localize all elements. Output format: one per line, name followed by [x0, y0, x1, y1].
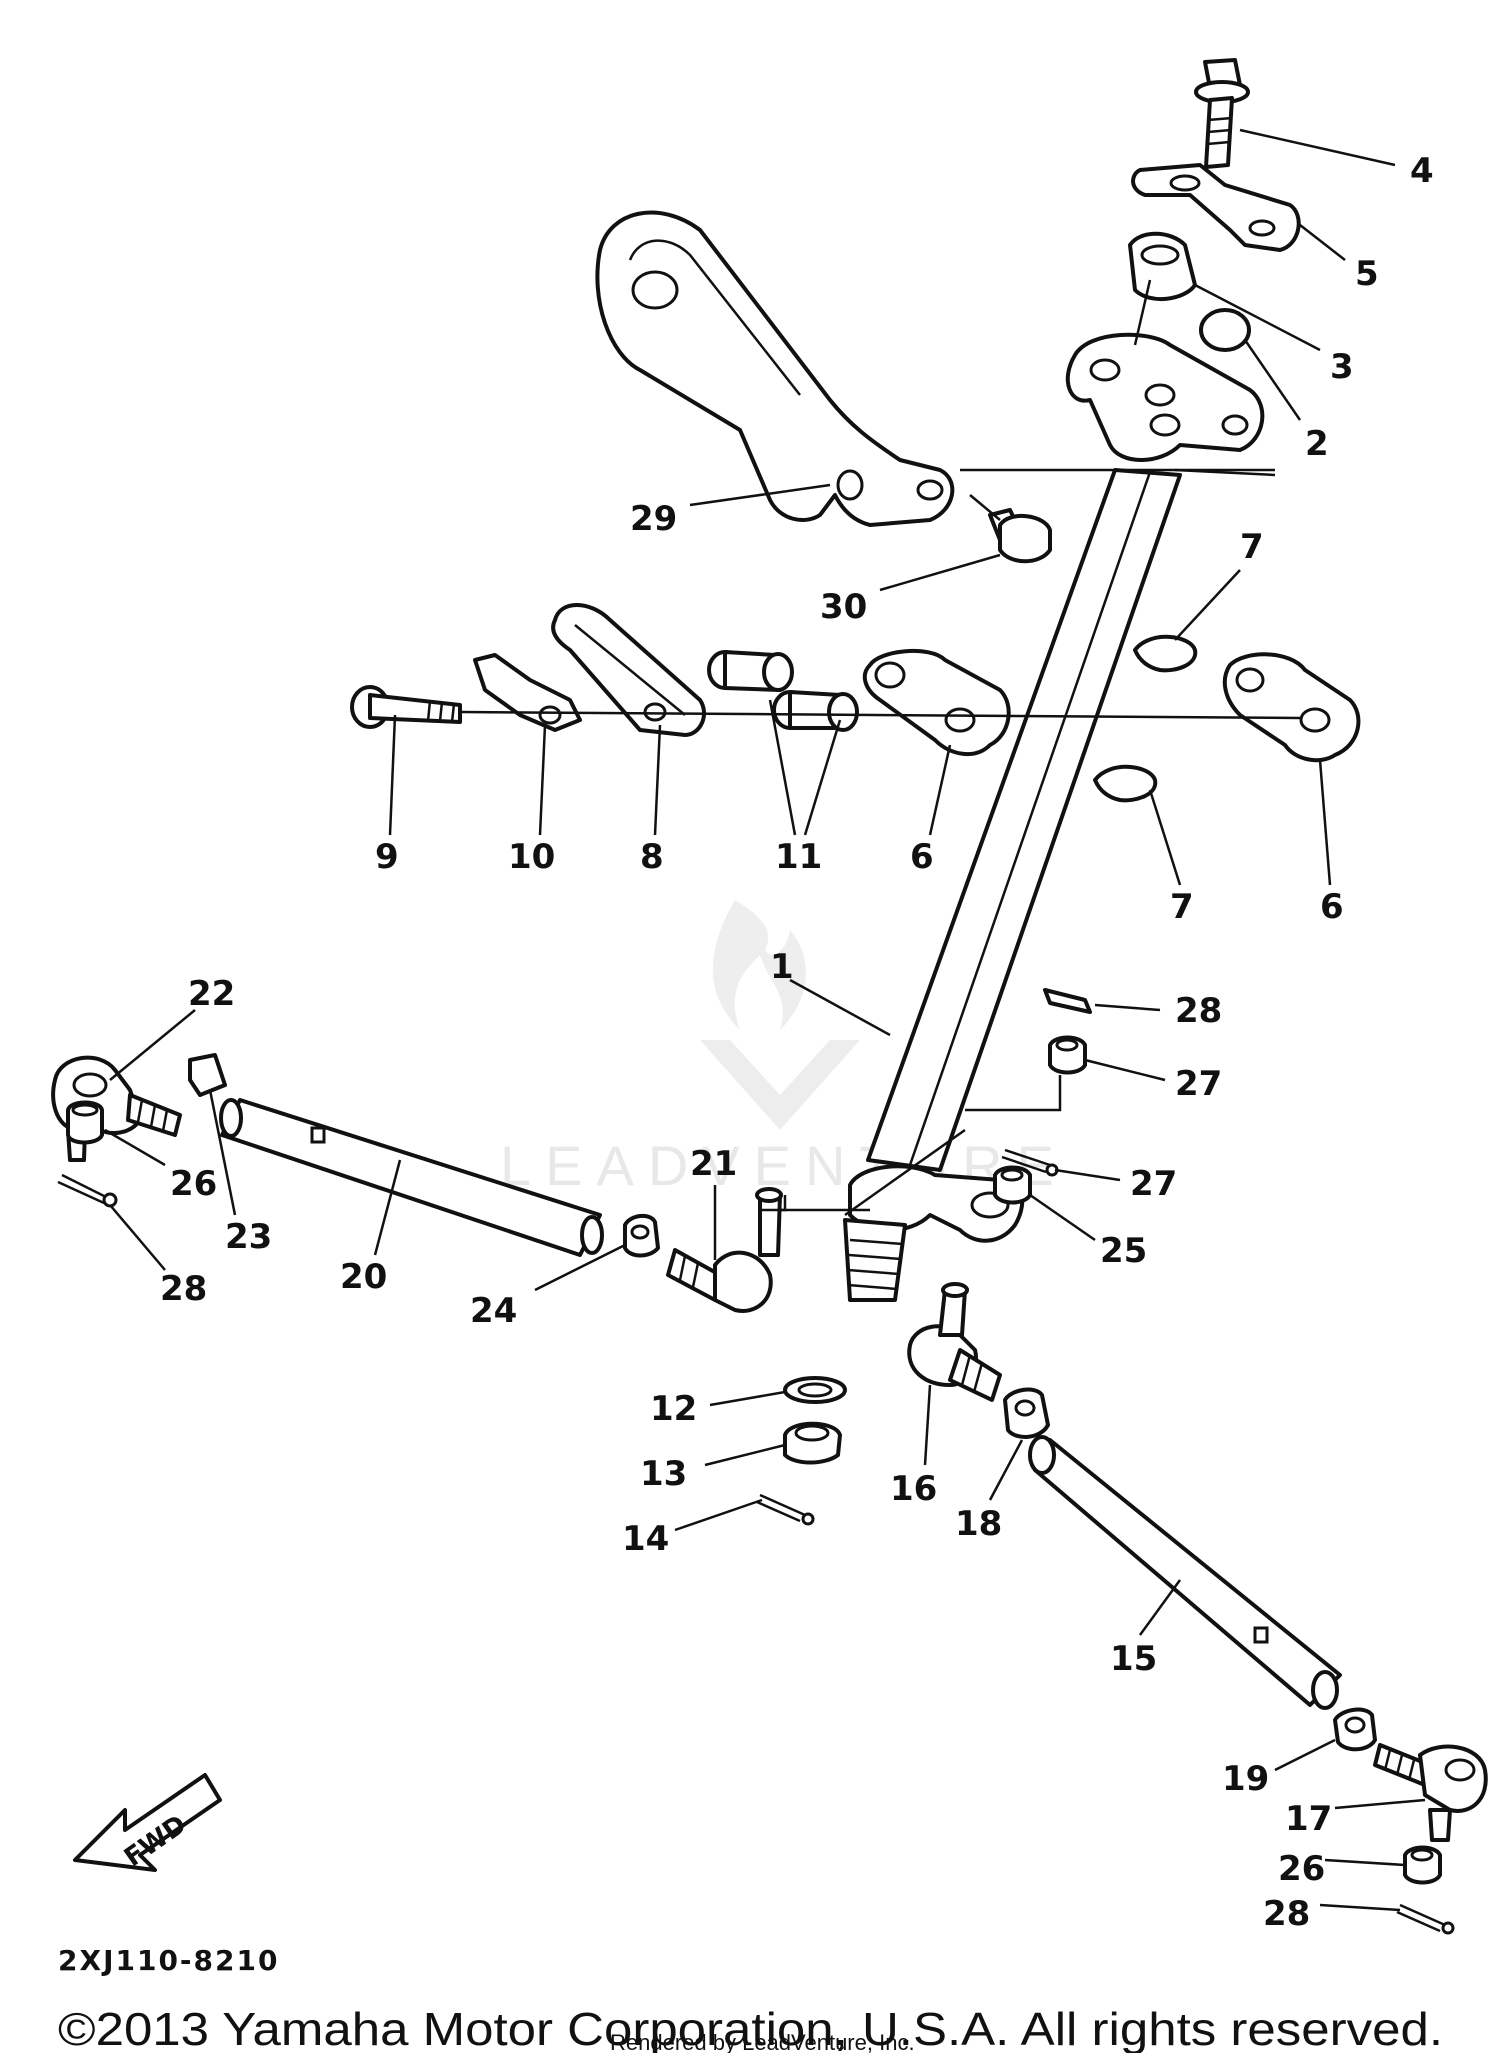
callout-19: 19 — [1222, 1759, 1269, 1799]
callout-17: 17 — [1285, 1799, 1332, 1839]
fwd-arrow-icon: FWD — [73, 1773, 222, 1873]
callout-21: 21 — [690, 1144, 737, 1184]
nut-23-part — [623, 1213, 660, 1258]
callout-23: 24 — [470, 1291, 517, 1331]
collar-11a-part — [707, 650, 794, 692]
tie-rod-left-part — [219, 1098, 604, 1257]
callout-28b: 28 — [1175, 991, 1222, 1031]
plate-part — [1131, 163, 1301, 252]
nut-18-part — [1003, 1387, 1050, 1439]
callout-4: 4 — [1410, 151, 1434, 191]
castle-nut-26b-part — [1048, 1035, 1087, 1075]
callout-13: 13 — [640, 1454, 687, 1494]
hex-bolt-30-part — [988, 508, 1052, 564]
lock-plate-10-part — [473, 653, 582, 732]
callout-26b: 27 — [1175, 1064, 1222, 1104]
callout-5: 5 — [1355, 254, 1379, 294]
clamp-left-part — [862, 648, 1011, 757]
callout-26a: 26 — [170, 1164, 217, 1204]
cotter-pin-28b-part — [1043, 988, 1092, 1014]
callout-29: 29 — [630, 499, 677, 539]
callout-1: 1 — [770, 947, 794, 987]
leader-lines — [104, 128, 1426, 1912]
holder-block-part — [1128, 231, 1197, 346]
washer-12-part — [783, 1376, 847, 1404]
cotter-pin-27a-part — [1001, 1148, 1059, 1177]
cotter-pin-28a-part — [57, 1173, 118, 1208]
nut-24-part — [188, 1053, 227, 1097]
callout-3: 3 — [1330, 347, 1354, 387]
callout-6a: 6 — [910, 837, 934, 877]
callout-30: 30 — [820, 587, 867, 627]
callout-27b: 28 — [1263, 1894, 1310, 1934]
callout-20: 20 — [340, 1257, 387, 1297]
rendered-by-notice: Rendered by LeadVenture, Inc. — [610, 2030, 915, 2053]
callout-14: 14 — [622, 1519, 669, 1559]
callout-8: 8 — [640, 837, 664, 877]
clip-upper-part — [1133, 634, 1198, 673]
nut-13-part — [783, 1421, 842, 1465]
callout-25b: 26 — [1278, 1849, 1325, 1889]
steering-column-part — [843, 468, 1182, 1302]
clamp-right-part — [1222, 652, 1361, 763]
callout-10: 10 — [508, 837, 555, 877]
guard-8-part — [551, 603, 706, 737]
flange-bolt-part — [1194, 58, 1250, 169]
callout-16: 16 — [890, 1469, 937, 1509]
callout-2: 2 — [1305, 424, 1329, 464]
callout-27a: 27 — [1130, 1164, 1177, 1204]
clip-lower-part — [1093, 764, 1158, 803]
rod-end-16-part — [907, 1282, 1002, 1402]
cotter-pin-27b-part — [1396, 1903, 1455, 1935]
callout-6b: 6 — [1320, 887, 1344, 927]
callout-28a: 28 — [160, 1269, 207, 1309]
callout-18: 18 — [955, 1504, 1002, 1544]
callout-15: 15 — [1110, 1639, 1157, 1679]
callout-22: 22 — [188, 974, 235, 1014]
callout-25a: 25 — [1100, 1231, 1147, 1271]
callout-labels: 4 5 3 2 29 30 7 7 6 6 11 8 10 9 1 22 28 … — [160, 151, 1434, 1934]
callout-24: 23 — [225, 1217, 272, 1257]
bolt-9-part — [350, 685, 462, 729]
castle-nut-25b-part — [1403, 1845, 1442, 1885]
callout-7a: 7 — [1240, 527, 1264, 567]
tie-rod-right-part — [1028, 1435, 1342, 1710]
callout-11: 11 — [775, 837, 822, 877]
collar-11b-part — [772, 690, 859, 732]
bracket-part — [595, 210, 955, 527]
castle-nut-26a-part — [66, 1100, 104, 1145]
callout-12: 12 — [650, 1389, 697, 1429]
rod-end-17-part — [1373, 1743, 1488, 1842]
copyright-notice: ©2013 Yamaha Motor Corporation, U.S.A. A… — [58, 2003, 1443, 2053]
callout-7b: 7 — [1170, 887, 1194, 927]
rod-end-21-part — [666, 1187, 783, 1313]
assembly-lines — [459, 468, 1301, 1217]
upper-holder-part — [1065, 308, 1265, 462]
callout-9: 9 — [375, 837, 399, 877]
drawing-code: 2XJ110-8210 — [58, 1944, 280, 1977]
castle-nut-25a-part — [993, 1165, 1032, 1205]
cotter-pin-14-part — [756, 1493, 815, 1526]
nut-19-part — [1333, 1707, 1377, 1752]
